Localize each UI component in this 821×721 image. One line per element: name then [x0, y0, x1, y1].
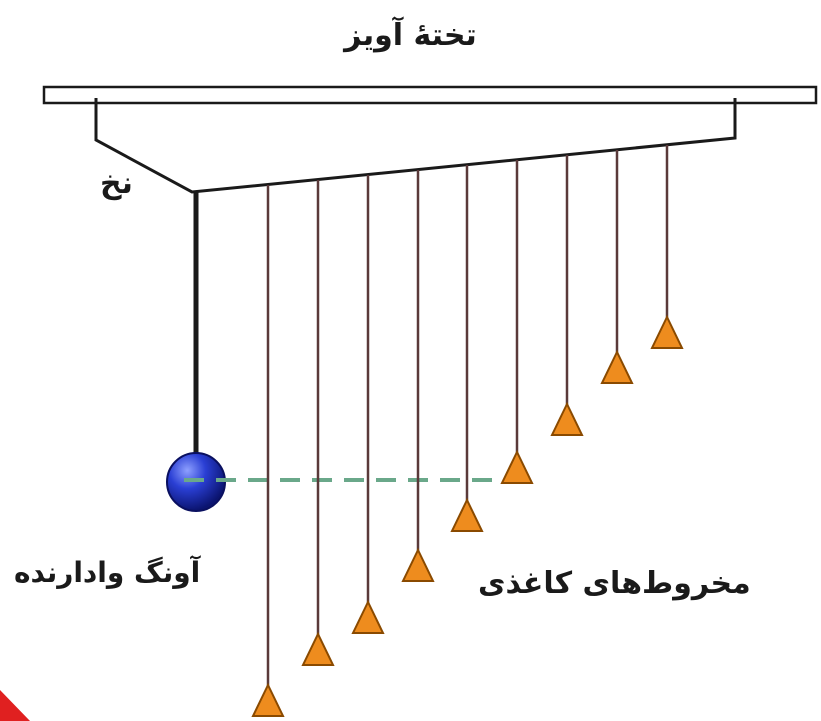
cone-pendulum-2: [301, 180, 335, 666]
cone-pendulum-5: [450, 165, 484, 532]
cone-pendulum-8: [600, 150, 634, 384]
thread-label: نخ: [100, 166, 133, 201]
paper-cone: [600, 349, 634, 384]
board-label: تختهٔ آویز: [344, 18, 477, 53]
paper-cone: [650, 314, 684, 349]
cone-pendulum-6: [500, 160, 534, 484]
paper-cone: [351, 599, 385, 634]
cone-pendulum-9: [650, 145, 684, 349]
paper-cone: [550, 401, 584, 436]
paper-cone: [500, 449, 534, 484]
paper-cones-label: مخروط‌های کاغذی: [478, 566, 751, 601]
cone-pendulum-1: [251, 185, 285, 717]
driver-pendulum-label: آونگ وادارنده: [14, 556, 201, 589]
paper-cone: [301, 631, 335, 666]
support-thread: [94, 98, 737, 194]
cone-pendulum-3: [351, 175, 385, 634]
paper-cone: [401, 547, 435, 582]
board: [42, 85, 818, 105]
paper-cone: [450, 497, 484, 532]
paper-cone: [251, 682, 285, 717]
corner-mark: [0, 690, 30, 721]
cone-pendulum-7: [550, 155, 584, 436]
cone-pendulum-4: [401, 170, 435, 582]
